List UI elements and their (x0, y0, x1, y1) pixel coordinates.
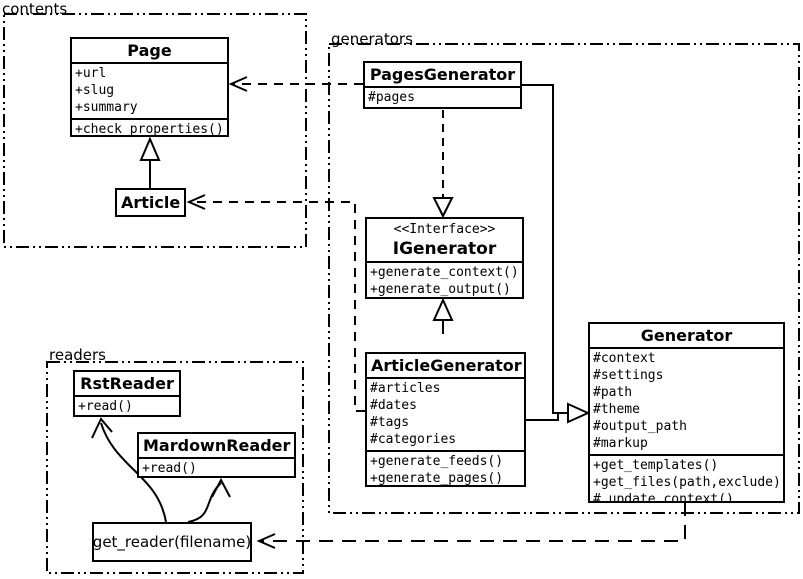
class-rstreader-methods: +read() (75, 395, 179, 415)
package-border-readers (46, 361, 304, 574)
attribute-row: #output_path (593, 419, 687, 434)
package-border-contents (3, 13, 307, 248)
realization-arrowhead-igenerator (432, 197, 454, 219)
package-label-generators: generators (331, 30, 413, 48)
generalization-arrowhead-igenerator-bottom (432, 297, 454, 321)
class-rstreader-title: RstReader (80, 374, 174, 393)
class-page: Page +url +slug +summary +check_properti… (70, 37, 229, 137)
class-igenerator-stereotype: <<Interface>> (393, 222, 496, 237)
class-article: Article (115, 188, 186, 217)
method-row: +generate_context() (370, 265, 519, 280)
attribute-row: +url (75, 66, 107, 81)
dependency-articlegenerator-to-article (191, 201, 365, 412)
attribute-row: #path (593, 385, 633, 400)
dependency-arrowhead-getreader (256, 533, 276, 549)
class-pagesgenerator: PagesGenerator #pages (363, 61, 522, 109)
attribute-row: #tags (370, 415, 410, 430)
generalization-pagesgenerator-to-generator (521, 84, 568, 414)
class-pagesgenerator-attributes: #pages (365, 86, 520, 107)
generalization-arrowhead-generator (567, 402, 591, 424)
class-igenerator-title: IGenerator (392, 239, 497, 259)
class-generator-attributes: #context #settings #path #theme #output_… (590, 347, 783, 454)
class-markdownreader-title: MardownReader (143, 436, 291, 455)
attribute-row: #categories (370, 432, 457, 447)
class-markdownreader-methods: +read() (139, 457, 294, 476)
attribute-row: #pages (368, 90, 415, 105)
generalization-arrowhead-page (139, 136, 161, 161)
call-arrowhead-rstreader (91, 417, 113, 439)
dependency-generator-to-getreader (261, 502, 686, 542)
method-row: +read() (78, 399, 133, 414)
attribute-row: #markup (593, 436, 648, 451)
package-label-readers: readers (49, 346, 106, 364)
method-row: +get_templates() (593, 458, 719, 473)
package-label-contents: contents (2, 0, 68, 18)
method-row: +generate_feeds() (370, 454, 504, 469)
class-articlegenerator-title: ArticleGenerator (371, 356, 522, 375)
class-articlegenerator: ArticleGenerator #articles #dates #tags … (365, 352, 526, 487)
class-rstreader: RstReader +read() (73, 370, 181, 417)
class-pagesgenerator-title: PagesGenerator (369, 65, 516, 84)
method-row: +read() (142, 461, 197, 476)
function-get-reader-label: get_reader(filename) (92, 533, 252, 551)
attribute-row: +slug (75, 83, 115, 98)
attribute-row: #theme (593, 402, 640, 417)
method-row: +generate_output() (370, 282, 511, 297)
class-page-attributes: +url +slug +summary (72, 62, 227, 118)
class-igenerator: <<Interface>> IGenerator +generate_conte… (365, 217, 524, 299)
class-generator-methods: +get_templates() +get_files(path,exclude… (590, 454, 783, 503)
class-generator-title: Generator (640, 326, 733, 345)
method-row: +get_files(path,exclude) (593, 475, 781, 490)
attribute-row: #settings (593, 368, 664, 383)
class-articlegenerator-methods: +generate_feeds() +generate_pages() (367, 450, 524, 486)
call-arrow-getreader-to-rstreader (100, 422, 167, 523)
call-arrowhead-markdownreader (211, 477, 231, 498)
method-row: +check_properties() (75, 122, 224, 137)
class-generator: Generator #context #settings #path #them… (588, 322, 785, 503)
method-row: +generate_pages() (370, 471, 504, 486)
attribute-row: +summary (75, 100, 138, 115)
dependency-arrowhead-article (186, 194, 206, 210)
class-articlegenerator-attributes: #articles #dates #tags #categories (367, 377, 524, 450)
package-border-generators (328, 43, 800, 514)
class-page-title: Page (127, 41, 172, 60)
dependency-arrowhead-page (228, 76, 248, 92)
function-get-reader-box: get_reader(filename) (92, 522, 252, 562)
attribute-row: #dates (370, 398, 417, 413)
class-article-title: Article (121, 193, 181, 212)
generalization-articlegenerator-to-generator (525, 412, 568, 421)
class-page-methods: +check_properties() (72, 118, 227, 137)
class-markdownreader: MardownReader +read() (137, 432, 296, 478)
method-row: #_update_context() (593, 492, 734, 503)
attribute-row: #articles (370, 381, 441, 396)
class-igenerator-methods: +generate_context() +generate_output() (367, 261, 522, 297)
attribute-row: #context (593, 351, 656, 366)
